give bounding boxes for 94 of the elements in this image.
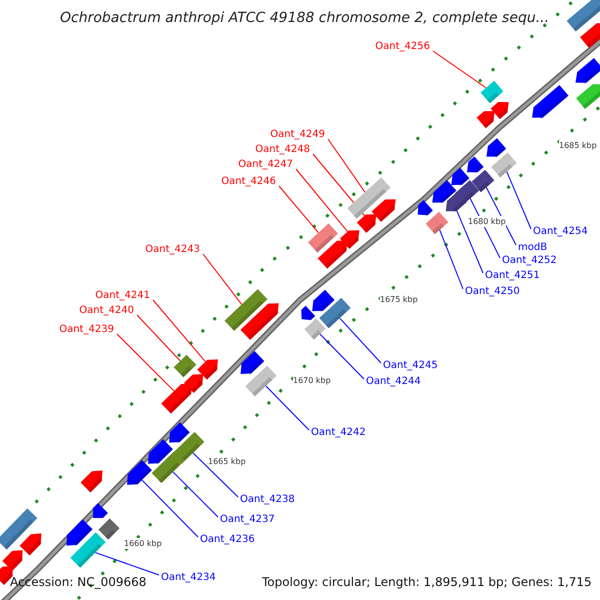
gene-block bbox=[451, 168, 470, 186]
gene-label: Oant_4250 bbox=[465, 286, 520, 298]
gene-block bbox=[20, 533, 42, 556]
gene-block bbox=[224, 289, 268, 331]
leader-line bbox=[339, 318, 382, 364]
gene-label: Oant_4237 bbox=[220, 514, 275, 526]
gene-label: Oant_4249 bbox=[270, 129, 325, 141]
gene-block bbox=[301, 306, 316, 320]
gene-label: Oant_4251 bbox=[485, 270, 540, 282]
leader-line bbox=[265, 386, 310, 430]
gene-label: Oant_4246 bbox=[221, 176, 276, 188]
scale-label: 1665 kbp bbox=[208, 456, 246, 467]
gene-block bbox=[486, 138, 506, 158]
leader-line bbox=[456, 210, 484, 274]
leader-line bbox=[172, 471, 218, 518]
gene-block bbox=[161, 383, 192, 414]
gene-block bbox=[356, 214, 377, 233]
gene-label: Oant_4243 bbox=[145, 244, 200, 256]
gene-block bbox=[308, 223, 338, 253]
leader-line bbox=[296, 168, 348, 232]
gene-label: Oant_4256 bbox=[375, 41, 430, 53]
gene-block bbox=[491, 152, 517, 178]
genome-info-label: Topology: circular; Length: 1,895,911 bp; Genes: 1,715 bbox=[262, 575, 592, 590]
title: Ochrobactrum anthropi ATCC 49188 chromosome 2, complete sequ... bbox=[60, 9, 550, 27]
scale-label: 1680 kbp bbox=[468, 216, 506, 227]
gene-label: Oant_4248 bbox=[255, 144, 310, 156]
gene-block bbox=[472, 170, 494, 192]
gene-block bbox=[446, 191, 467, 213]
leader-line bbox=[432, 50, 487, 88]
gene-label: Oant_4241 bbox=[95, 290, 150, 302]
gene-block bbox=[152, 450, 184, 484]
gene-block bbox=[304, 318, 326, 340]
scale-label: 1670 kbp bbox=[293, 375, 331, 386]
gene-block bbox=[66, 519, 93, 546]
gene-block bbox=[576, 58, 600, 84]
gene-label: modB bbox=[518, 242, 548, 254]
leader-line bbox=[141, 480, 198, 538]
gene-block bbox=[245, 366, 277, 396]
gene-block bbox=[347, 177, 391, 219]
gene-block bbox=[476, 111, 495, 128]
gene-block bbox=[174, 354, 196, 378]
leader-line bbox=[278, 186, 319, 234]
scale-label: 1685 kbp bbox=[559, 140, 597, 151]
leader-line bbox=[152, 300, 206, 362]
gene-block bbox=[312, 290, 335, 312]
leader-line bbox=[319, 334, 364, 380]
scale-label: 1675 kbp bbox=[380, 294, 418, 305]
leader-line bbox=[202, 254, 242, 305]
gene-block bbox=[372, 199, 396, 222]
gene-label: Oant_4234 bbox=[161, 572, 216, 584]
gene-block bbox=[184, 374, 204, 393]
gene-label: Oant_4239 bbox=[59, 324, 114, 336]
gene-block bbox=[319, 298, 351, 328]
gene-block bbox=[127, 460, 152, 486]
leader-line bbox=[94, 552, 160, 576]
gene-block bbox=[480, 80, 504, 104]
gene-block bbox=[490, 102, 509, 120]
gene-block bbox=[426, 212, 448, 234]
gene-block bbox=[169, 422, 190, 444]
gene-block bbox=[532, 85, 568, 120]
gene-label: Oant_4244 bbox=[366, 376, 421, 388]
scale-label: 1660 kbp bbox=[124, 538, 162, 549]
gene-label: Oant_4236 bbox=[200, 534, 255, 546]
gene-label: Oant_4247 bbox=[238, 159, 293, 171]
leader-line bbox=[439, 229, 464, 290]
leader-line bbox=[506, 171, 532, 230]
gene-block bbox=[80, 470, 104, 492]
gene-block bbox=[418, 200, 433, 216]
gene-block bbox=[432, 180, 456, 204]
gene-block bbox=[466, 156, 484, 174]
gene-label: Oant_4238 bbox=[240, 494, 295, 506]
gene-block bbox=[197, 359, 218, 380]
gene-label: Oant_4245 bbox=[383, 360, 438, 372]
gene-block bbox=[98, 518, 120, 540]
gene-block bbox=[148, 439, 173, 465]
gene-label: Oant_4242 bbox=[311, 427, 366, 439]
gene-block bbox=[340, 230, 360, 249]
leader-line bbox=[192, 452, 238, 498]
gene-block bbox=[93, 503, 108, 519]
gene-label: Oant_4254 bbox=[533, 226, 588, 238]
gene-block bbox=[0, 508, 38, 550]
gene-block bbox=[580, 23, 600, 48]
leader-line bbox=[328, 138, 366, 193]
gene-label: Oant_4240 bbox=[79, 305, 134, 317]
gene-label: Oant_4252 bbox=[502, 255, 557, 267]
gene-block bbox=[70, 532, 106, 568]
gene-block bbox=[240, 350, 264, 375]
gene-block bbox=[318, 240, 348, 269]
leader-line bbox=[116, 334, 175, 392]
gene-block bbox=[240, 303, 280, 340]
gene-block bbox=[2, 550, 24, 571]
gene-block bbox=[576, 84, 600, 110]
gene-block bbox=[566, 0, 600, 32]
leader-line bbox=[136, 314, 181, 362]
